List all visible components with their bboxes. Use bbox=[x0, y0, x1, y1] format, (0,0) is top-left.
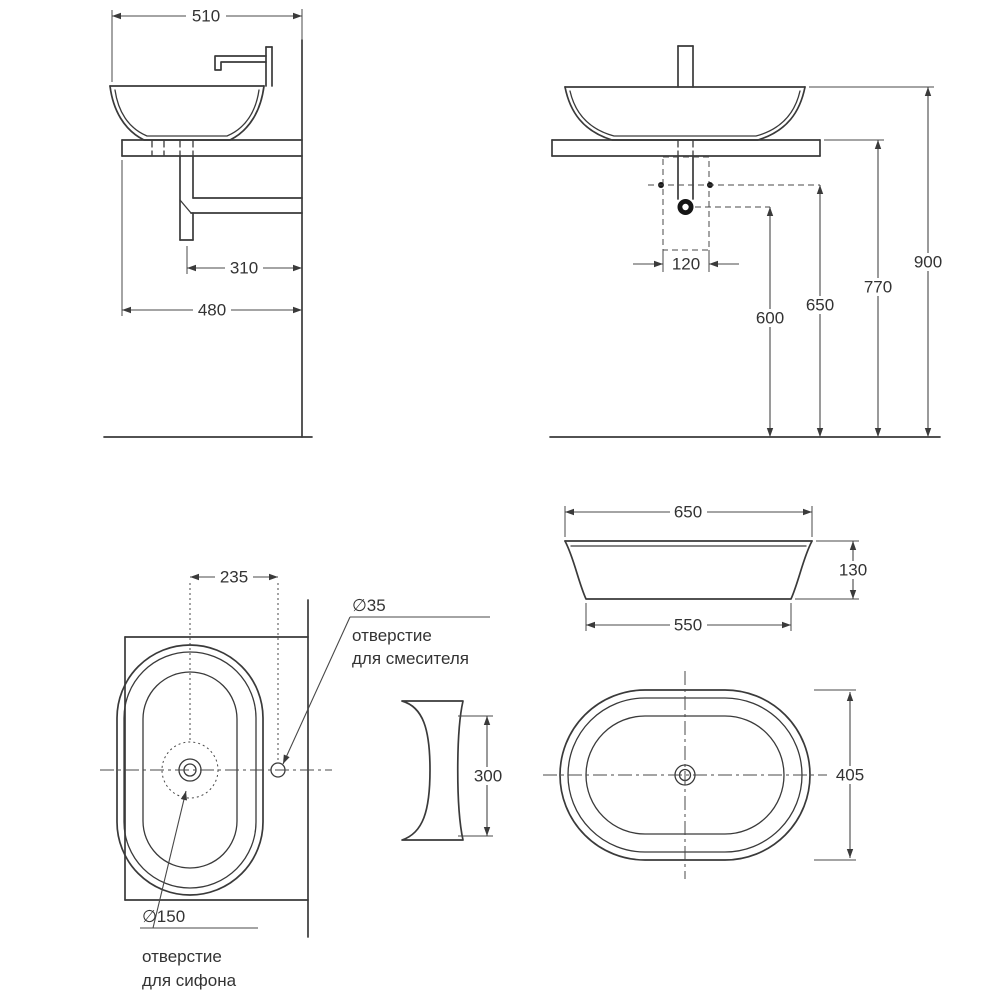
dim-300-label: 300 bbox=[474, 767, 502, 786]
basin-front-view: 650 130 550 bbox=[564, 503, 871, 635]
drain-pipe-side bbox=[179, 155, 303, 241]
siphon-hole-diameter-label: ∅150 bbox=[142, 907, 185, 926]
basin-plan-view: 405 bbox=[543, 671, 869, 879]
dim-130: 130 bbox=[795, 540, 871, 600]
plan-view: 235 ∅35 отверстие для смесителя ∅150 отв… bbox=[100, 568, 490, 990]
dim-650-width: 650 bbox=[564, 503, 813, 537]
dim-550-label: 550 bbox=[674, 616, 702, 635]
dim-900: 900 bbox=[809, 86, 945, 437]
dim-405-label: 405 bbox=[836, 766, 864, 785]
front-view: 120 600 650 770 900 bbox=[549, 45, 945, 438]
basin-side-view: 300 bbox=[401, 700, 506, 841]
dim-480-label: 480 bbox=[198, 301, 226, 320]
basin-front-outline bbox=[564, 86, 806, 141]
dim-310-label: 310 bbox=[230, 259, 258, 278]
mixer-hole-text-line2: для смесителя bbox=[352, 649, 469, 668]
side-view: 510 bbox=[103, 7, 313, 438]
dim-310: 310 bbox=[186, 246, 302, 278]
dim-650-height: 650 bbox=[803, 185, 837, 437]
dim-120: 120 bbox=[633, 250, 739, 274]
dim-510: 510 bbox=[111, 7, 303, 82]
siphon-zone-dashed-box bbox=[662, 156, 710, 251]
dim-235-label: 235 bbox=[220, 568, 248, 587]
dim-405: 405 bbox=[814, 689, 869, 861]
siphon-hole-text-line2: для сифона bbox=[142, 971, 237, 990]
dim-510-label: 510 bbox=[192, 7, 220, 26]
drain-pipe-front bbox=[648, 140, 820, 251]
countertop-side bbox=[121, 139, 303, 157]
basin-elevation-outline bbox=[564, 540, 813, 600]
faucet-side bbox=[214, 46, 273, 87]
basin-side-outline bbox=[109, 85, 265, 141]
dim-770: 770 bbox=[824, 139, 895, 437]
dim-650-width-label: 650 bbox=[674, 503, 702, 522]
dim-120-label: 120 bbox=[672, 255, 700, 274]
mixer-hole-diameter-label: ∅35 bbox=[352, 596, 386, 615]
dim-480: 480 bbox=[121, 160, 302, 320]
mixer-hole-text-line1: отверстие bbox=[352, 626, 432, 645]
dim-550: 550 bbox=[585, 603, 792, 635]
dim-600-label: 600 bbox=[756, 309, 784, 328]
dim-600: 600 bbox=[753, 207, 787, 437]
dim-900-label: 900 bbox=[914, 253, 942, 272]
dim-130-label: 130 bbox=[839, 561, 867, 580]
mixer-hole-callout: ∅35 отверстие для смесителя bbox=[282, 596, 490, 765]
basin-profile-outline bbox=[401, 700, 464, 841]
siphon-hole-text-line1: отверстие bbox=[142, 947, 222, 966]
dim-300: 300 bbox=[458, 715, 506, 837]
countertop-front bbox=[551, 139, 821, 157]
faucet-front bbox=[677, 45, 694, 88]
siphon-hole-callout: ∅150 отверстие для сифона bbox=[140, 790, 258, 990]
dim-650-height-label: 650 bbox=[806, 296, 834, 315]
dim-235: 235 bbox=[190, 568, 278, 587]
dim-770-label: 770 bbox=[864, 278, 892, 297]
